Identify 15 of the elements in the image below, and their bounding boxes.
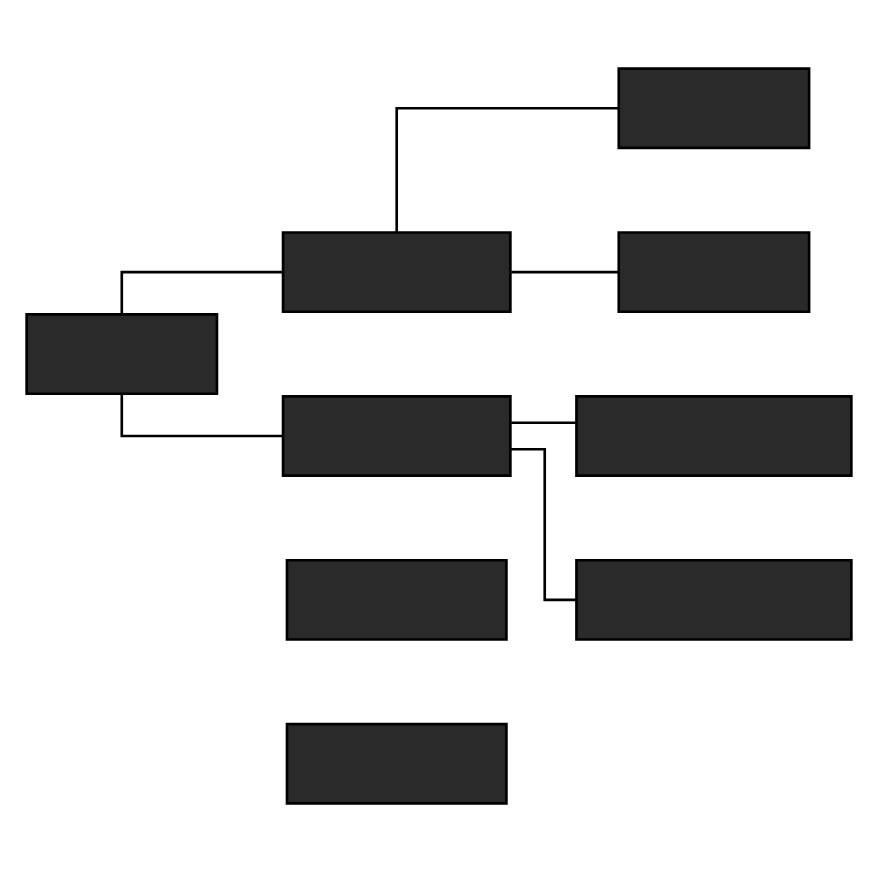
node-box	[281, 231, 512, 314]
connector	[120, 394, 283, 438]
node-box	[575, 558, 853, 641]
node-box	[285, 558, 508, 641]
connector	[510, 447, 576, 602]
node-box	[617, 231, 811, 314]
connector	[511, 270, 619, 274]
node-box	[25, 313, 219, 396]
node-box	[281, 395, 512, 477]
node-box	[575, 395, 853, 477]
connector	[395, 106, 619, 233]
node-box	[617, 67, 811, 150]
connector	[511, 421, 576, 425]
node-box	[285, 722, 508, 805]
connector	[120, 270, 283, 315]
